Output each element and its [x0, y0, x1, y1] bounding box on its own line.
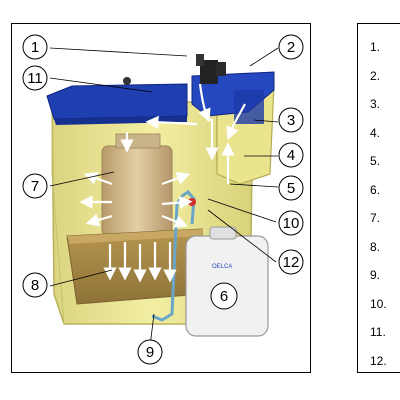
key-item: 2.: [370, 69, 381, 83]
key-item: 7.: [370, 211, 381, 225]
separator-illustration: OELCA: [22, 34, 304, 365]
svg-text:12: 12: [283, 254, 300, 271]
canister-label: OELCA: [212, 264, 232, 270]
callout-3: 3: [278, 107, 304, 133]
key-item: 11.: [370, 325, 386, 339]
callout-2: 2: [278, 34, 304, 60]
svg-text:9: 9: [146, 344, 154, 361]
drain-tube: [151, 195, 184, 322]
blue-lid: [46, 83, 188, 120]
key-item: 4.: [370, 126, 381, 140]
svg-text:2: 2: [287, 39, 295, 56]
callout-4: 4: [278, 142, 304, 168]
svg-text:11: 11: [27, 70, 43, 87]
callout-7: 7: [22, 173, 48, 199]
svg-text:3: 3: [287, 112, 295, 129]
inlet-fitting: [200, 60, 218, 84]
callout-5: 5: [278, 175, 304, 201]
callout-8: 8: [22, 272, 48, 298]
svg-text:10: 10: [283, 215, 300, 232]
key-item: 12.: [370, 354, 387, 368]
svg-text:8: 8: [31, 277, 39, 294]
flow-arrows: [79, 83, 246, 283]
callout-12: 12: [278, 249, 304, 275]
key-item: 1.: [370, 40, 381, 54]
callout-9: 9: [137, 339, 163, 365]
key-item: 5.: [370, 154, 381, 168]
svg-text:4: 4: [287, 147, 295, 164]
callout-6: 6: [210, 282, 238, 310]
leader-lines: [49, 47, 279, 347]
svg-text:1: 1: [31, 39, 39, 56]
key-item: 10.: [370, 297, 387, 311]
callout-10: 10: [278, 210, 304, 236]
svg-text:5: 5: [287, 180, 295, 197]
key-item: 9.: [370, 268, 381, 282]
diagram-figure: OELCA: [11, 23, 311, 373]
callout-1: 1: [22, 34, 48, 60]
filter-element: [101, 145, 173, 237]
callout-11: 11: [22, 65, 48, 91]
key-item: 3.: [370, 97, 381, 111]
legend-key: 1. 2. 3. 4. 5. 6. 7. 8. 9. 10. 11. 12.: [357, 23, 400, 373]
key-item: 8.: [370, 240, 381, 254]
svg-text:7: 7: [31, 178, 39, 195]
svg-text:6: 6: [220, 288, 228, 305]
key-item: 6.: [370, 183, 381, 197]
